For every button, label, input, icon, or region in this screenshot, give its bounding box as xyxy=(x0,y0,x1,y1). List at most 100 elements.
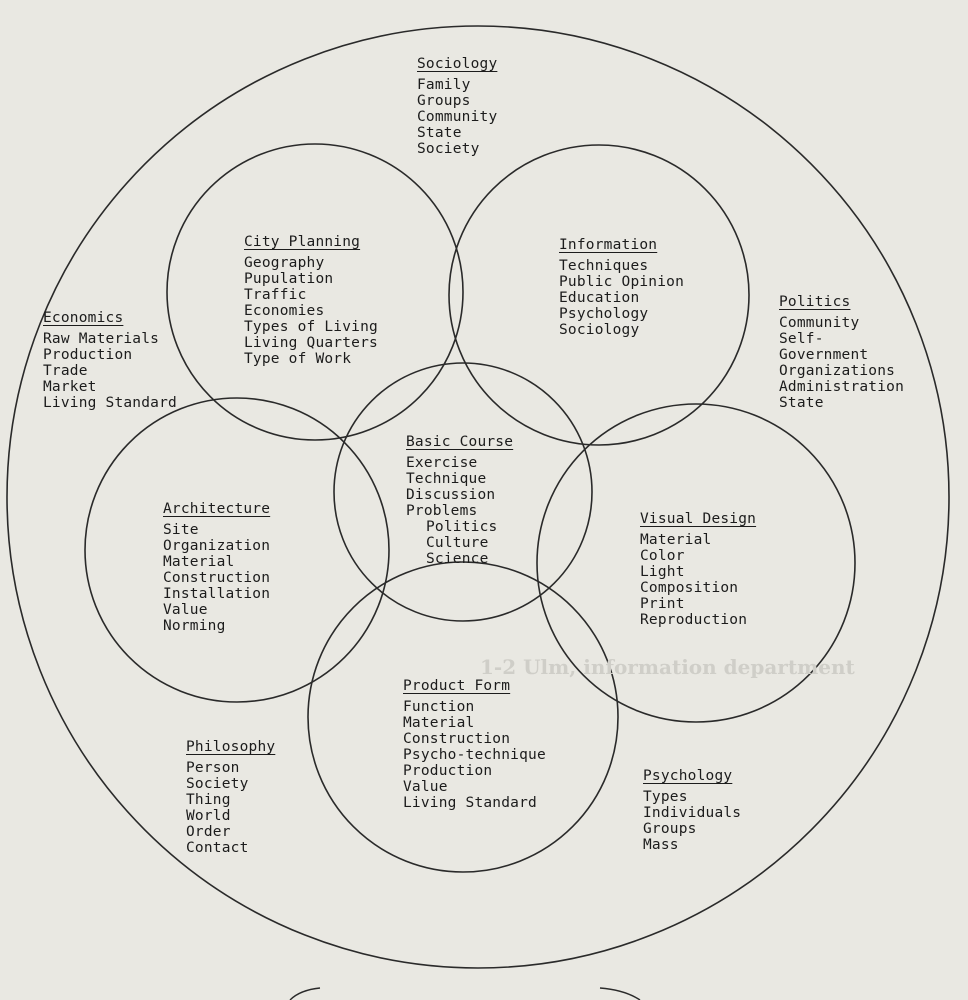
list-item: Community xyxy=(417,109,498,125)
list-item: Value xyxy=(403,779,448,795)
list-item: World xyxy=(186,808,231,824)
list-item: Family xyxy=(417,77,471,93)
list-item: Market xyxy=(43,379,97,395)
list-item: Education xyxy=(559,290,640,306)
list-item: Psychology xyxy=(559,306,649,322)
list-item: Types xyxy=(643,789,688,805)
list-item: Reproduction xyxy=(640,612,748,628)
basic-course-items: Exercise Technique Discussion Problems P… xyxy=(406,455,513,567)
list-item: Organizations xyxy=(779,363,896,379)
psychology-title: Psychology xyxy=(643,768,733,784)
economics-block: Economics Raw Materials Production Trade… xyxy=(43,307,177,411)
city-planning-title: City Planning xyxy=(244,234,361,250)
product-form-block: Product Form Function Material Construct… xyxy=(403,675,546,811)
list-item: Society xyxy=(417,141,480,157)
circle-product-form xyxy=(307,561,619,873)
sociology-title: Sociology xyxy=(417,56,498,72)
list-item: Politics xyxy=(426,519,498,535)
list-item: Order xyxy=(186,824,231,840)
list-item: Construction xyxy=(163,570,271,586)
list-item: Mass xyxy=(643,837,679,853)
visual-design-items: Material Color Light Composition Print R… xyxy=(640,532,756,628)
circle-city-planning xyxy=(166,143,464,441)
list-item: Construction xyxy=(403,731,511,747)
list-item: Production xyxy=(403,763,493,779)
list-item: Site xyxy=(163,522,199,538)
list-item: Norming xyxy=(163,618,226,634)
architecture-block: Architecture Site Organization Material … xyxy=(163,498,270,634)
politics-items: Community Self- Government Organizations… xyxy=(779,315,904,411)
list-item: Economies xyxy=(244,303,325,319)
list-item: Light xyxy=(640,564,685,580)
visual-design-title: Visual Design xyxy=(640,511,757,527)
list-item: Community xyxy=(779,315,860,331)
sociology-items: Family Groups Community State Society xyxy=(417,77,497,157)
list-item: Individuals xyxy=(643,805,742,821)
list-item: Sociology xyxy=(559,322,640,338)
philosophy-title: Philosophy xyxy=(186,739,276,755)
list-item: Groups xyxy=(643,821,697,837)
list-item: Print xyxy=(640,596,685,612)
circle-information xyxy=(448,144,750,446)
page-curve-right xyxy=(599,987,641,1000)
list-item: Exercise xyxy=(406,455,478,471)
list-item: Problems xyxy=(406,503,478,519)
philosophy-block: Philosophy Person Society Thing World Or… xyxy=(186,736,275,856)
economics-items: Raw Materials Production Trade Market Li… xyxy=(43,331,177,411)
list-item: Living Standard xyxy=(403,795,537,811)
list-item: Society xyxy=(186,776,249,792)
list-item: Installation xyxy=(163,586,271,602)
list-item: Traffic xyxy=(244,287,307,303)
list-item: Groups xyxy=(417,93,471,109)
list-item: Self- xyxy=(779,331,824,347)
psychology-items: Types Individuals Groups Mass xyxy=(643,789,741,853)
economics-title: Economics xyxy=(43,310,124,326)
circle-architecture xyxy=(84,397,390,703)
bleed-through-heading: 1-2 Ulm, information department xyxy=(480,655,855,679)
list-item: Function xyxy=(403,699,475,715)
list-item: Science xyxy=(426,551,489,567)
list-item: Color xyxy=(640,548,685,564)
city-planning-block: City Planning Geography Pupulation Traff… xyxy=(244,231,378,367)
information-block: Information Techniques Public Opinion Ed… xyxy=(559,234,684,338)
product-form-title: Product Form xyxy=(403,678,511,694)
list-item: Geography xyxy=(244,255,325,271)
list-item: Psycho-technique xyxy=(403,747,546,763)
list-item: Organization xyxy=(163,538,271,554)
list-item: Culture xyxy=(426,535,489,551)
list-item: Production xyxy=(43,347,133,363)
list-item: Discussion xyxy=(406,487,496,503)
list-item: Material xyxy=(640,532,712,548)
philosophy-items: Person Society Thing World Order Contact xyxy=(186,760,275,856)
politics-title: Politics xyxy=(779,294,851,310)
visual-design-block: Visual Design Material Color Light Compo… xyxy=(640,508,756,628)
page-curve xyxy=(289,987,321,1000)
list-item: State xyxy=(779,395,824,411)
list-item: Living Quarters xyxy=(244,335,378,351)
list-item: Government xyxy=(779,347,869,363)
list-item: Value xyxy=(163,602,208,618)
list-item: Administration xyxy=(779,379,905,395)
list-item: Thing xyxy=(186,792,231,808)
list-item: Trade xyxy=(43,363,88,379)
architecture-items: Site Organization Material Construction … xyxy=(163,522,270,634)
politics-block: Politics Community Self- Government Orga… xyxy=(779,291,904,411)
basic-course-block: Basic Course Exercise Technique Discussi… xyxy=(406,431,513,567)
list-item: Raw Materials xyxy=(43,331,160,347)
list-item: Technique xyxy=(406,471,487,487)
architecture-title: Architecture xyxy=(163,501,271,517)
city-planning-items: Geography Pupulation Traffic Economies T… xyxy=(244,255,378,367)
information-items: Techniques Public Opinion Education Psyc… xyxy=(559,258,684,338)
list-item: Contact xyxy=(186,840,249,856)
psychology-block: Psychology Types Individuals Groups Mass xyxy=(643,765,741,853)
information-title: Information xyxy=(559,237,658,253)
list-item: Techniques xyxy=(559,258,649,274)
outer-circle xyxy=(6,25,950,969)
list-item: Type of Work xyxy=(244,351,352,367)
list-item: Living Standard xyxy=(43,395,177,411)
basic-course-title: Basic Course xyxy=(406,434,514,450)
circle-visual-design xyxy=(536,403,856,723)
list-item: Composition xyxy=(640,580,739,596)
list-item: State xyxy=(417,125,462,141)
